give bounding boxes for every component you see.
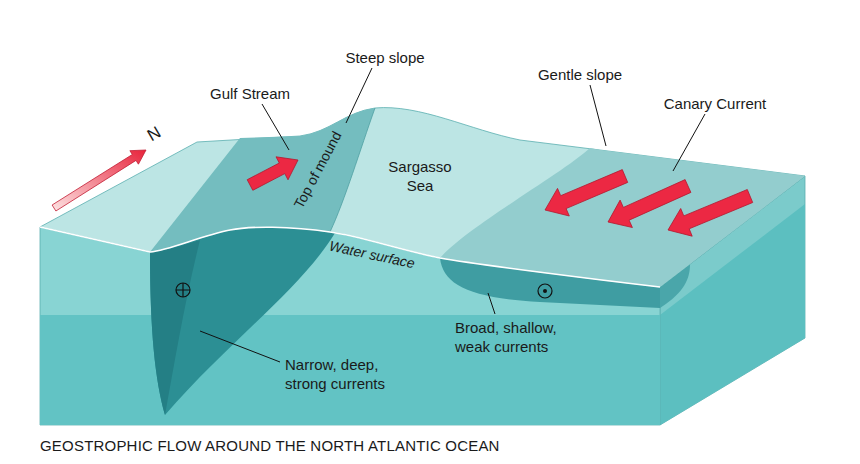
leader-line — [673, 114, 705, 171]
north-arrow — [52, 150, 146, 211]
region-label: Sargasso Sea — [380, 157, 460, 195]
north-label: N — [144, 123, 164, 146]
deep-current-shade — [150, 240, 200, 415]
front-face-deep — [40, 315, 660, 425]
steep-slope-band — [150, 108, 375, 252]
into-page-symbol — [176, 283, 190, 297]
caption: GEOSTROPHIC FLOW AROUND THE NORTH ATLANT… — [40, 436, 500, 455]
current-arrow — [668, 190, 753, 237]
current-description: Narrow, deep, strong currents — [285, 355, 410, 393]
water-surface-line — [40, 227, 660, 287]
sea-surface — [40, 108, 805, 287]
leader-line — [488, 293, 495, 314]
slope-label: Steep slope — [345, 48, 424, 67]
leader-line — [346, 68, 372, 123]
current-arrow — [247, 157, 298, 191]
slope-label: Gentle slope — [538, 65, 622, 84]
leader-line — [200, 331, 280, 362]
current-description: Broad, shallow, weak currents — [455, 318, 590, 356]
leader-line — [262, 104, 289, 150]
out-of-page-symbol — [538, 284, 552, 298]
mound-crest — [330, 108, 375, 232]
leader-line — [590, 85, 606, 146]
current-label: Gulf Stream — [210, 84, 290, 103]
current-label: Canary Current — [664, 94, 767, 113]
